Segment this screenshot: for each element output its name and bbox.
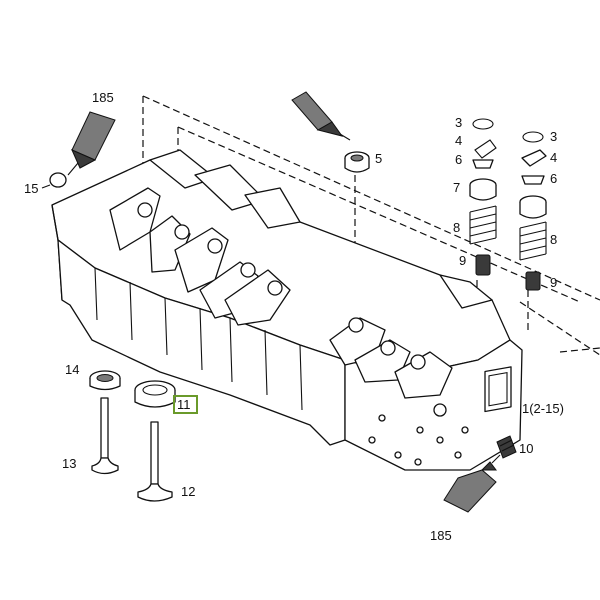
callout-insert-exhaust: 14 [65,362,79,377]
valve-13 [91,397,119,475]
cylinder-head-block [51,149,523,471]
callout-valve-intake: 12 [181,484,195,499]
callout-adhesive-bottom: 185 [430,528,452,543]
callout-keeper-a: 3 [455,115,462,130]
callout-valve-exhaust: 13 [62,456,76,471]
callout-stem-seal-b: 9 [550,275,557,290]
adhesive-tube-top [67,111,116,176]
plug-15 [41,172,67,189]
highlight-box-11 [173,395,198,414]
callout-adhesive-top: 185 [92,90,114,105]
callout-spring-b: 8 [550,232,557,247]
callout-collet-a: 6 [455,152,462,167]
callout-seal-ring: 5 [375,151,382,166]
callout-rotator: 7 [453,180,460,195]
seal-ring-5 [344,151,370,173]
callout-retainer-a: 4 [455,133,462,148]
adhesive-tube-middle [291,91,351,141]
callout-stem-seal-a: 9 [459,253,466,268]
callout-plug: 15 [24,181,38,196]
valve-train-stack-a [469,118,497,276]
valve-12 [137,421,173,502]
valve-seat-insert-14 [89,370,121,391]
stud-10 [496,435,517,459]
adhesive-tube-bottom [443,454,501,513]
callout-retainer-b: 4 [550,150,557,165]
callout-insert-intake: 11 [177,397,191,412]
callout-collet-b: 6 [550,171,557,186]
valve-seat-insert-11 [134,380,176,408]
callout-head-assembly: 1(2-15) [522,401,564,416]
callout-keeper-b: 3 [550,129,557,144]
callout-spring-a: 8 [453,220,460,235]
callout-stud: 10 [519,441,533,456]
valve-train-stack-b [519,131,547,291]
